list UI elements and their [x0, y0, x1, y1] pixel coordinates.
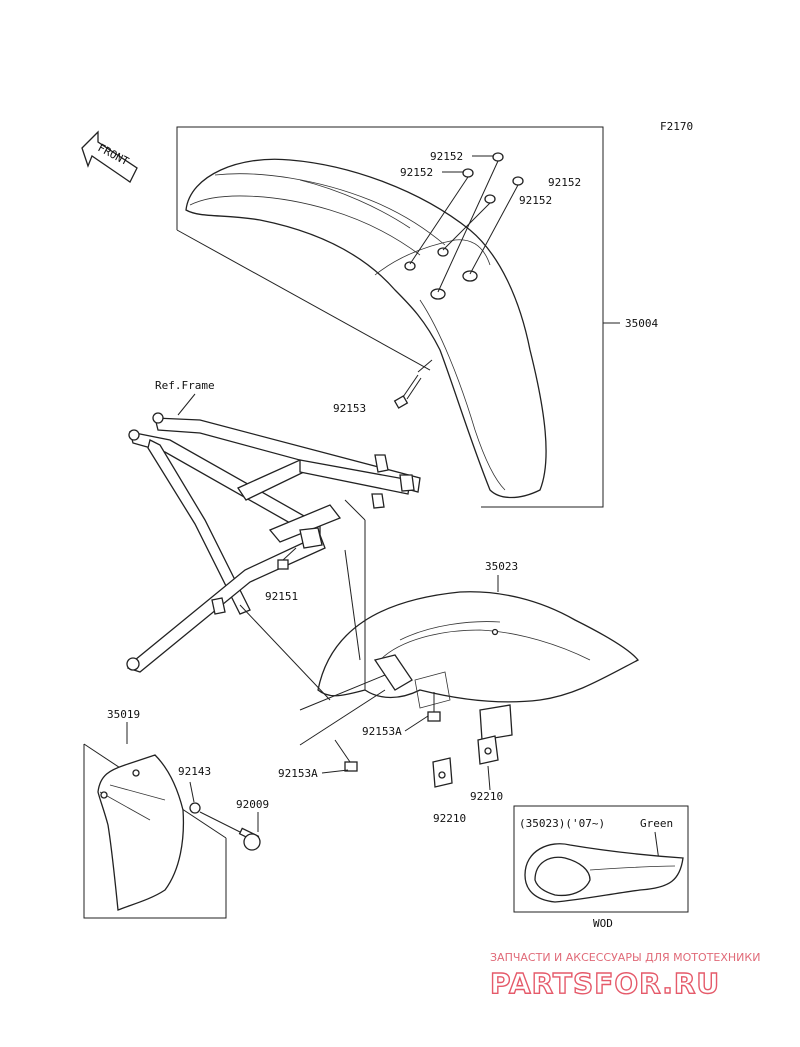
part-92152-a: 92152 [430, 150, 463, 163]
washer-icon [512, 176, 524, 186]
front-fender [185, 158, 547, 499]
washer-icon [484, 194, 496, 204]
clip-nut-icon [477, 735, 499, 765]
part-92153A-b: 92153A [278, 767, 318, 780]
screw-icon [199, 811, 261, 851]
inset-box [513, 805, 689, 913]
bolt-icon [334, 739, 358, 772]
part-92143: 92143 [178, 765, 211, 778]
front-fender-box [176, 126, 604, 508]
bolt-icon [393, 374, 422, 409]
part-92153A-a: 92153A [362, 725, 402, 738]
inset-title: (35023)('07~) [519, 817, 605, 830]
part-92152-c: 92152 [548, 176, 581, 189]
watermark-brand: PARTSFOR.RU [490, 967, 720, 1000]
figure-code: F2170 [660, 120, 693, 133]
watermark-logo: ЗАПЧАСТИ И АКСЕССУАРЫ ДЛЯ МОТОТЕХНИКИ PA… [489, 951, 760, 1001]
part-35023: 35023 [485, 560, 518, 573]
ref-frame-label: Ref.Frame [155, 379, 215, 392]
part-92152-d: 92152 [519, 194, 552, 207]
part-92153: 92153 [333, 402, 366, 415]
inset-caption: WOD [593, 917, 613, 930]
part-92151: 92151 [265, 590, 298, 603]
inset-color-label: Green [640, 817, 673, 830]
front-arrow-icon: FRONT [81, 130, 138, 183]
mudflap-group: 35019 92143 92009 [83, 708, 269, 919]
clip-nut-icon [432, 757, 453, 788]
bolt-icon [427, 692, 441, 722]
part-92210-a: 92210 [433, 812, 466, 825]
part-35019: 35019 [107, 708, 140, 721]
washer-icon [492, 152, 504, 162]
part-92152-b: 92152 [400, 166, 433, 179]
part-35004: 35004 [625, 317, 658, 330]
collar-icon [189, 802, 201, 814]
part-92009: 92009 [236, 798, 269, 811]
part-92210-b: 92210 [470, 790, 503, 803]
front-fender-group: 35004 92152 92152 92152 92152 [176, 126, 658, 508]
variant-inset: (35023)('07~) Green WOD [513, 805, 689, 930]
frame-group: Ref.Frame 92151 [126, 379, 421, 673]
mudflap [97, 754, 185, 911]
rear-fender-group: 35023 92153A 92153A [239, 499, 639, 825]
bolt-icon [277, 547, 297, 570]
watermark-tagline: ЗАПЧАСТИ И АКСЕССУАРЫ ДЛЯ МОТОТЕХНИКИ [490, 951, 760, 964]
rear-fender [317, 591, 639, 703]
washer-icon [462, 168, 474, 178]
